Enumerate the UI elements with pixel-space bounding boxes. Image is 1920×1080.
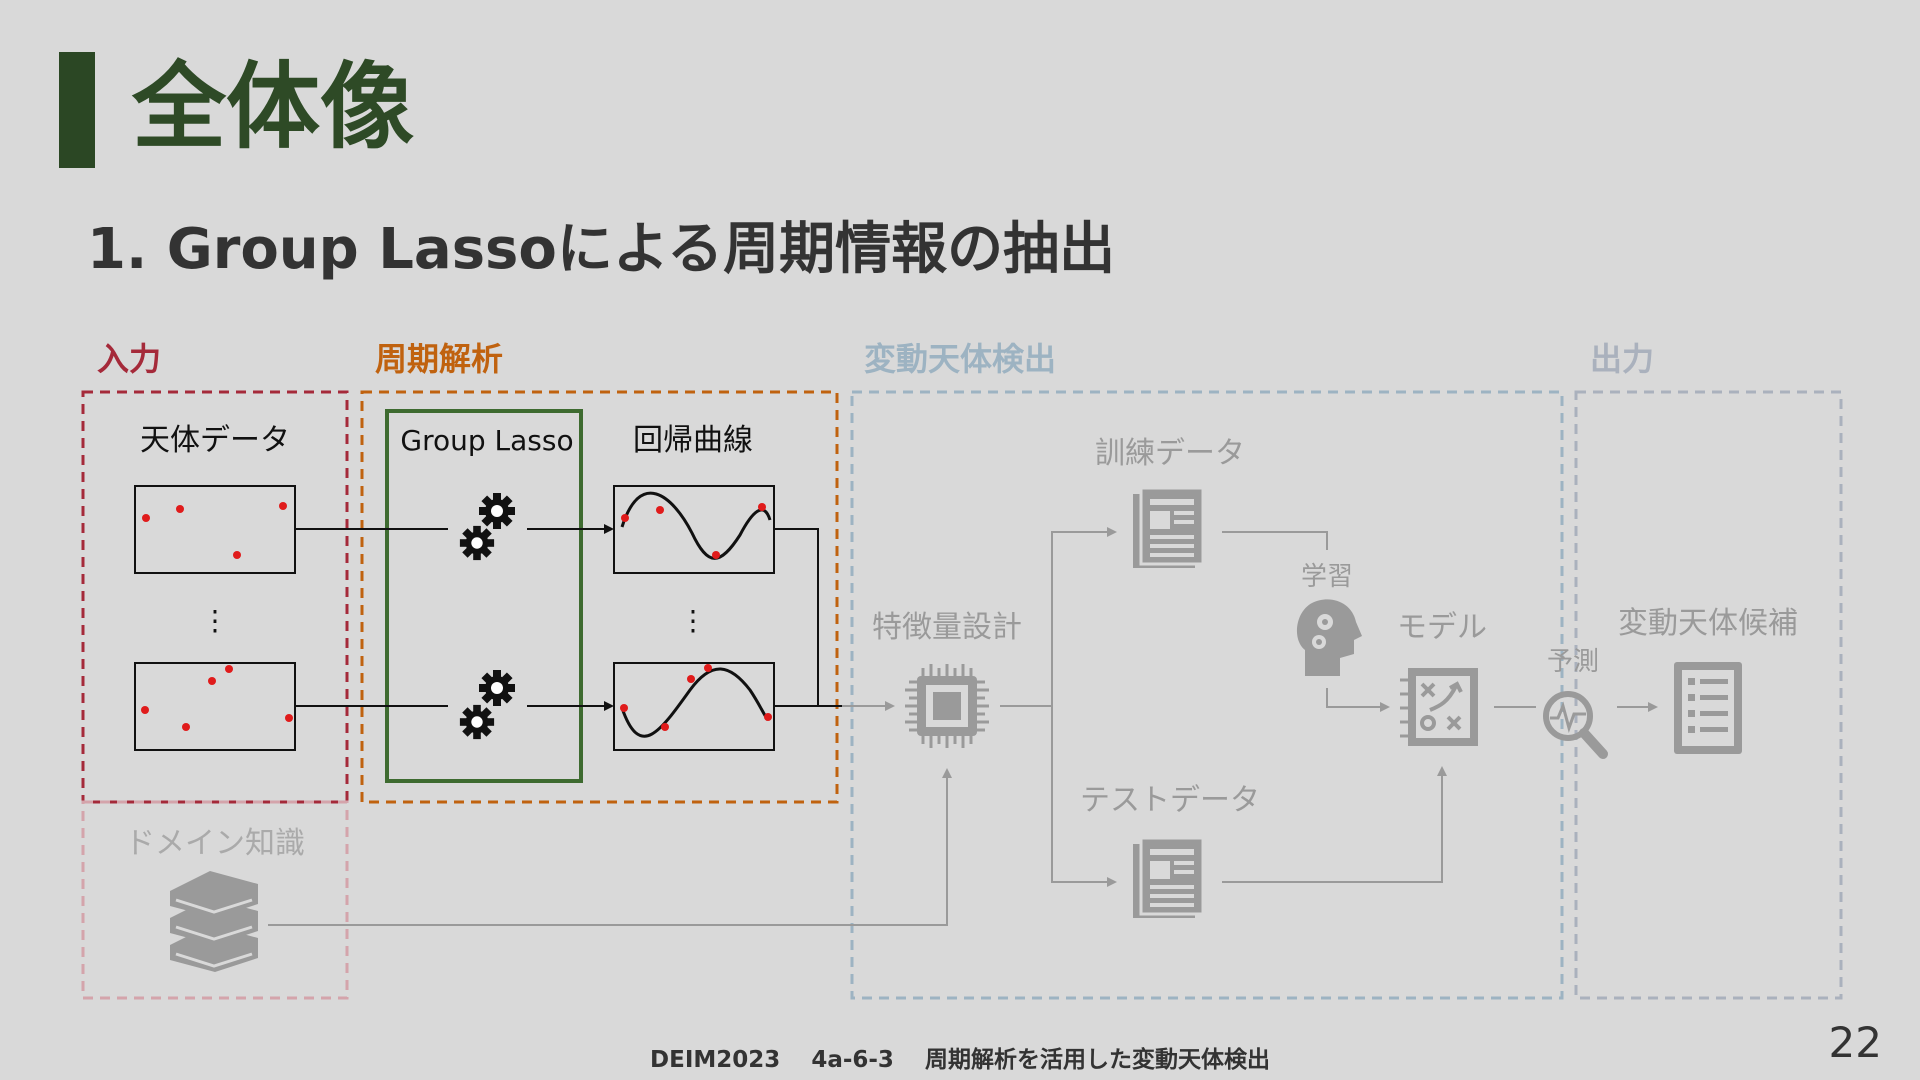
train-data-label: 訓練データ (1095, 436, 1245, 471)
connector-line (1222, 531, 1328, 550)
learn-label: 学習 (1301, 562, 1353, 592)
title-accent-bar (59, 52, 95, 168)
arrow-to-test (1051, 706, 1117, 887)
document-icon (1131, 836, 1205, 920)
arrow-test-to-model (1222, 766, 1447, 883)
regression-label: 回帰曲線 (633, 423, 753, 458)
slide-subtitle: 1. Group Lassoによる周期情報の抽出 (87, 217, 1116, 282)
data-dot (285, 714, 293, 722)
arrow-learn-to-model (1326, 688, 1390, 712)
books-icon (170, 871, 258, 972)
regression-curve-1 (620, 491, 772, 560)
slide-footer: DEIM2023 4a-6-3 周期解析を活用した変動天体検出 (650, 1047, 1270, 1073)
astro-data-label: 天体データ (140, 423, 290, 458)
output-section-box (1574, 390, 1843, 1000)
test-data-label: テストデータ (1080, 783, 1260, 818)
astro-data-plot-1 (134, 485, 296, 574)
section-output-label: 出力 (1590, 340, 1654, 378)
section-period-label: 周期解析 (375, 340, 503, 378)
data-dot (712, 551, 720, 559)
astro-data-plot-2 (134, 662, 296, 751)
model-label: モデル (1397, 610, 1487, 645)
regression-plot-2 (613, 662, 775, 751)
gear-icon (459, 493, 515, 561)
connector-line (774, 528, 819, 706)
chip-icon (905, 664, 989, 748)
domain-knowledge-box (81, 800, 349, 1000)
data-dot (687, 675, 695, 683)
list-icon (1674, 662, 1742, 754)
data-dot (225, 665, 233, 673)
data-dot (661, 723, 669, 731)
ellipsis-right: ⋮ (679, 604, 707, 637)
group-lasso-box (385, 409, 583, 783)
arrow-to-train (1051, 527, 1117, 706)
gear-icon (459, 670, 515, 740)
data-dot (621, 514, 629, 522)
data-dot (182, 723, 190, 731)
head-gears-icon (1296, 599, 1362, 676)
data-dot (233, 551, 241, 559)
candidate-label: 変動天体候補 (1618, 606, 1798, 641)
page-number: 22 (1828, 1018, 1882, 1067)
document-icon (1131, 486, 1205, 570)
domain-knowledge-label: ドメイン知識 (125, 826, 305, 861)
arrow-domain-to-feature (268, 768, 952, 926)
magnifier-icon (1543, 691, 1608, 759)
group-lasso-label: Group Lasso (400, 424, 573, 457)
model-icon (1400, 668, 1478, 746)
section-detect-label: 変動天体検出 (864, 340, 1056, 378)
data-dot (208, 677, 216, 685)
data-dot (656, 506, 664, 514)
ellipsis-left: ⋮ (201, 604, 229, 637)
feature-design-label: 特徴量設計 (872, 610, 1022, 645)
period-section-box (360, 390, 839, 804)
data-dot (142, 514, 150, 522)
data-dot (764, 713, 772, 721)
input-section-box (81, 390, 349, 804)
data-dot (279, 502, 287, 510)
data-dot (704, 664, 712, 672)
slide-title: 全体像 (132, 53, 415, 162)
data-dot (620, 704, 628, 712)
data-dot (176, 505, 184, 513)
regression-curve-2 (620, 667, 770, 738)
section-input-label: 入力 (97, 340, 161, 378)
predict-label: 予測 (1547, 647, 1599, 677)
data-dot (141, 706, 149, 714)
data-dot (758, 503, 766, 511)
